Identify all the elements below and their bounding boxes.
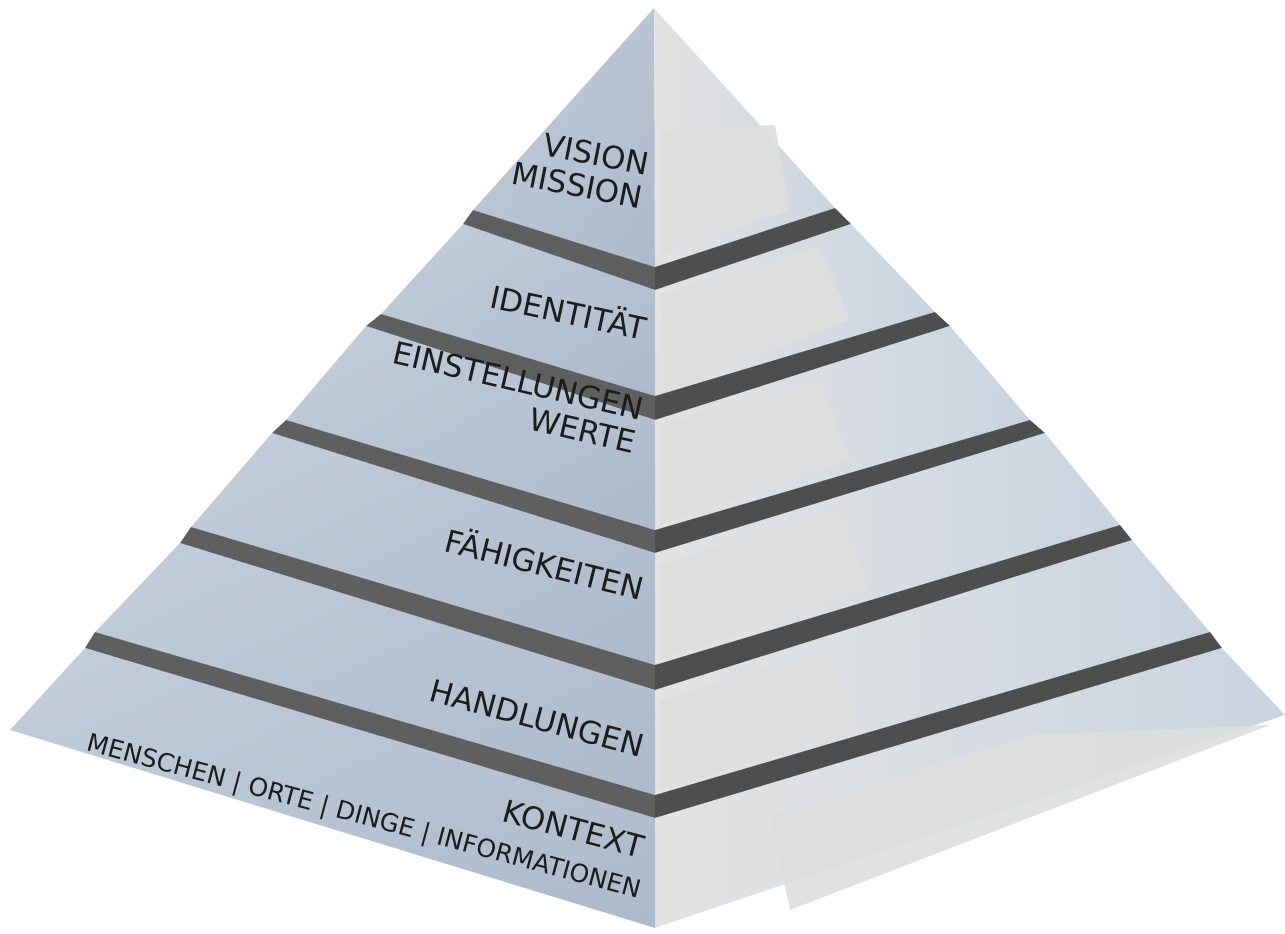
separator-4	[180, 525, 1132, 690]
level-einstellungen-werte-left-face	[286, 326, 655, 530]
level-vision-mission-highlight	[660, 125, 790, 255]
level-kontext-left-face	[10, 648, 655, 928]
separator-5	[85, 632, 1222, 818]
level-handlungen-highlight	[660, 650, 860, 790]
separator-3	[272, 420, 1045, 553]
separator-2	[366, 312, 950, 420]
level-handlungen: HANDLUNGEN	[95, 540, 1210, 795]
level-einstellungen-werte-highlight	[660, 378, 850, 525]
level-identitaet-highlight	[660, 245, 850, 392]
level-faehigkeiten-highlight	[660, 505, 870, 660]
level-identitaet: IDENTITÄT	[381, 224, 935, 396]
separator-1	[463, 208, 851, 290]
level-vision-mission: VISION MISSION	[473, 8, 835, 267]
level-faehigkeiten: FÄHIGKEITEN	[191, 433, 1120, 665]
level-vision-mission-left-face	[473, 8, 655, 267]
level-einstellungen-werte: EINSTELLUNGEN WERTE	[286, 326, 1030, 530]
level-kontext-highlight	[770, 725, 1270, 910]
level-identitaet-left-face	[381, 224, 655, 396]
level-faehigkeiten-left-face	[191, 433, 655, 665]
level-handlungen-left-face	[95, 543, 655, 795]
